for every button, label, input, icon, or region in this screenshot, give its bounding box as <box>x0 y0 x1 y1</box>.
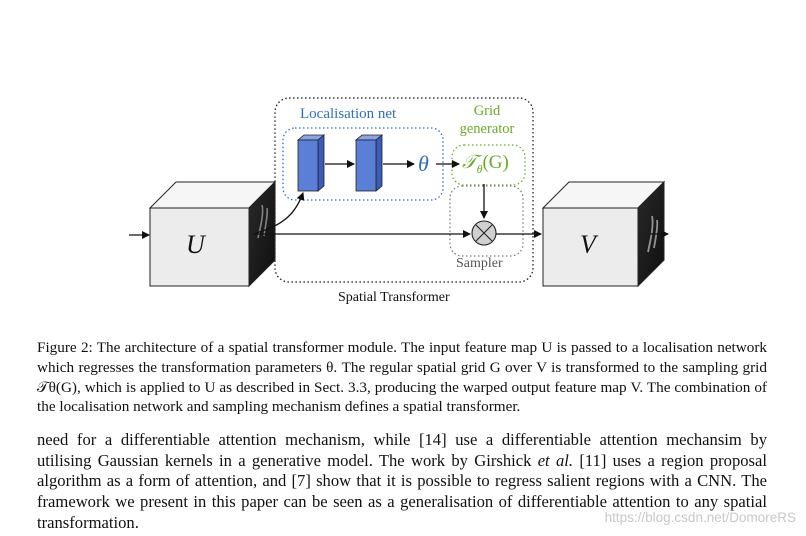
transform-subscript: θ <box>476 161 483 176</box>
output-feature-map-cube <box>541 180 666 288</box>
spatial-transformer-box <box>274 97 534 283</box>
output-map-label: V <box>580 230 596 259</box>
body-et-al: et al. <box>537 450 574 470</box>
watermark: https://blog.csdn.net/DomoreRS <box>604 510 796 525</box>
body-paragraph: need for a differentiable attention mech… <box>37 430 767 534</box>
diagram-graphics <box>129 97 669 288</box>
localisation-layer-2 <box>354 134 384 192</box>
localisation-net-box <box>282 127 444 201</box>
caption-prefix: Figure 2: <box>37 339 93 356</box>
figure-caption: Figure 2: The architecture of a spatial … <box>37 338 767 417</box>
body-text-part2: [11] uses a region proposal algorithm as… <box>37 450 767 532</box>
theta-symbol: θ <box>418 151 429 176</box>
spatial-transformer-diagram: Localisation net Grid generator Sampler … <box>129 97 669 305</box>
sampling-grid-symbol: 𝒯θ(G) <box>462 152 509 177</box>
spatial-transformer-title: Spatial Transformer <box>338 290 450 305</box>
caption-text: The architecture of a spatial transforme… <box>37 339 767 416</box>
transform-symbol: 𝒯 <box>462 152 477 173</box>
grid-generator-box <box>451 144 526 186</box>
sampler-box <box>449 185 524 257</box>
transform-argument: (G) <box>482 152 509 173</box>
body-text-part1: need for a differentiable attention mech… <box>37 430 767 470</box>
input-map-label: U <box>186 230 205 259</box>
grid-generator-title: Grid generator <box>459 103 515 137</box>
localisation-layer-1 <box>296 134 326 192</box>
sampler-title: Sampler <box>456 256 503 271</box>
arrow-input-to-localisation <box>255 192 305 234</box>
localisation-net-title: Localisation net <box>300 106 397 122</box>
sampler-operator <box>471 220 497 246</box>
